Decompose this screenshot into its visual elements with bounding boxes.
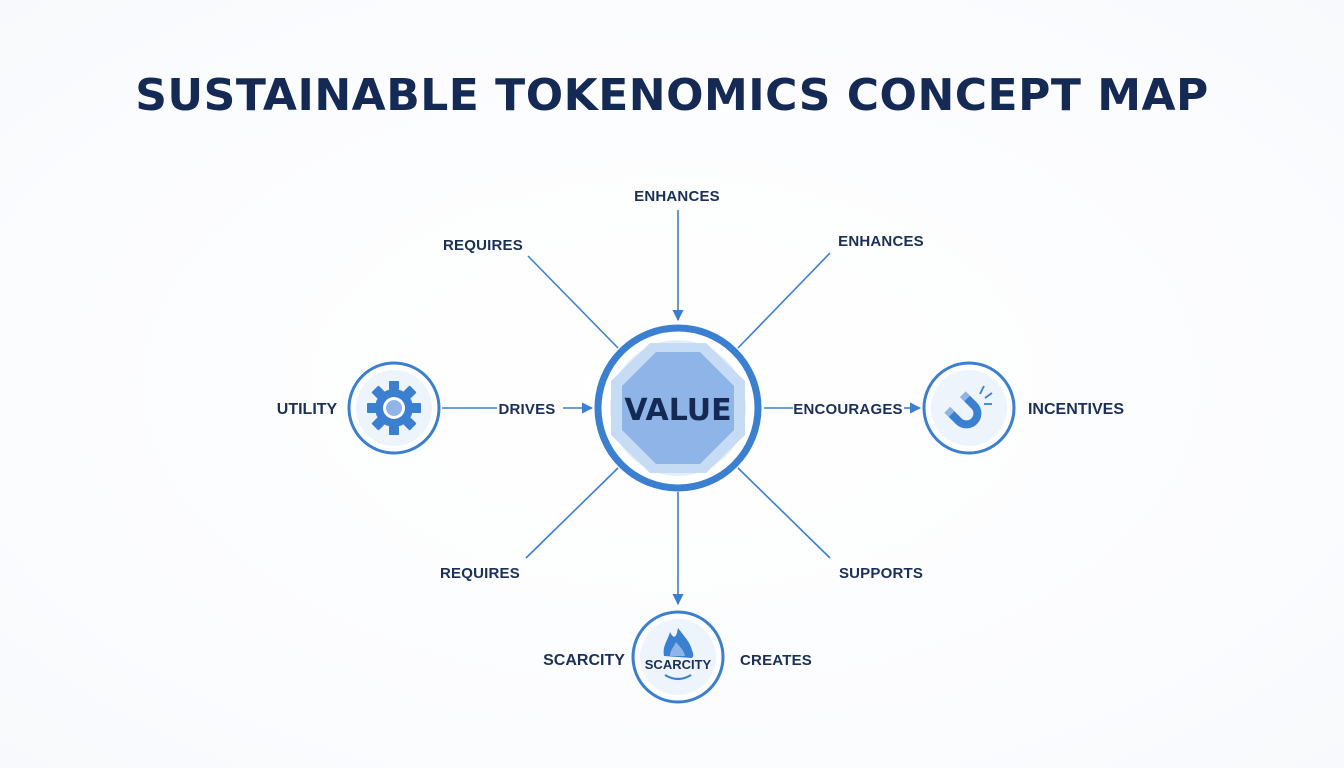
edge-top-left (527, 255, 619, 349)
edge-label-right: ENCOURAGES (793, 401, 903, 418)
edge-label-top: ENHANCES (634, 188, 720, 205)
edge-bottom-left (525, 467, 619, 559)
node-label-incentives: INCENTIVES (1028, 401, 1124, 418)
gear-icon (367, 381, 421, 435)
center-node-value: VALUE (594, 324, 762, 492)
magnet-icon (944, 391, 982, 429)
edge-labels: ENHANCES REQUIRES ENHANCES DRIVES ENCOUR… (440, 188, 924, 669)
node-label-scarcity: SCARCITY (543, 652, 625, 669)
scarcity-icon-text: SCARCITY (645, 657, 712, 672)
edge-label-top-left: REQUIRES (443, 237, 523, 254)
flame-icon (663, 628, 694, 681)
node-scarcity: SCARCITY SCARCITY (543, 610, 725, 704)
node-incentives: INCENTIVES (922, 361, 1124, 455)
edge-label-bottom-left: REQUIRES (440, 565, 520, 582)
edge-top-right (737, 252, 831, 349)
edge-label-left: DRIVES (498, 401, 555, 418)
center-node-label: VALUE (624, 393, 731, 428)
edge-label-top-right: ENHANCES (838, 233, 924, 250)
edge-label-bottom: CREATES (740, 652, 812, 669)
edge-bottom-right (737, 467, 831, 559)
connectors (442, 210, 922, 606)
node-label-utility: UTILITY (277, 401, 338, 418)
diagram-title: SUSTAINABLE TOKENOMICS CONCEPT MAP (135, 70, 1209, 121)
spark-icon (979, 385, 993, 405)
node-utility: UTILITY (277, 361, 441, 455)
edge-label-bottom-right: SUPPORTS (839, 565, 923, 582)
